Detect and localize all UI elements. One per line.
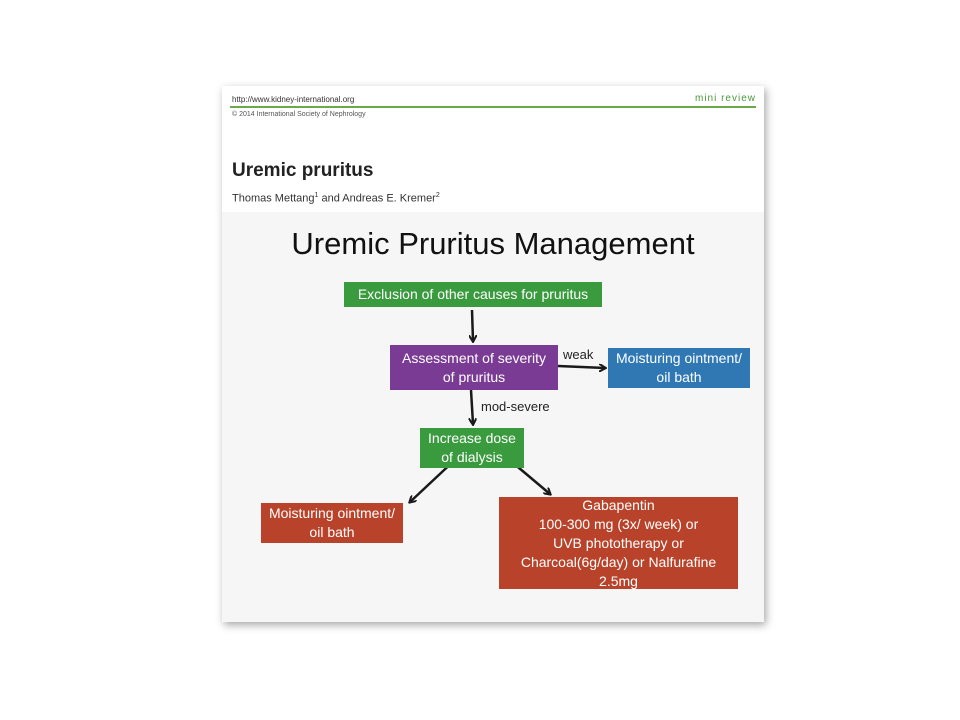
section-tag: mini review	[694, 93, 756, 104]
node-exclusion: Exclusion of other causes for pruritus	[344, 282, 602, 307]
header-rule	[230, 106, 756, 108]
node-moisturing-bottom-text: Moisturing ointment/ oil bath	[268, 505, 396, 540]
node-moisturing-bottom: Moisturing ointment/ oil bath	[261, 503, 403, 543]
node-assessment-text: Assessment of severity of pruritus	[402, 349, 546, 385]
node-gabapentin-text: Gabapentin 100-300 mg (3x/ week) or UVB …	[520, 496, 717, 589]
author-1-affiliation: 1	[314, 192, 319, 199]
paper-title: Uremic pruritus	[232, 160, 374, 181]
node-gabapentin: Gabapentin 100-300 mg (3x/ week) or UVB …	[499, 497, 738, 589]
node-moisturing-top-text: Moisturing ointment/ oil bath	[615, 350, 743, 385]
management-slide: Uremic Pruritus Management Exclusion of …	[222, 212, 764, 622]
author-1: Thomas Mettang	[232, 192, 315, 205]
node-exclusion-text: Exclusion of other causes for pruritus	[357, 286, 589, 302]
arrow-exclusion-to-assessment	[472, 309, 473, 341]
authors-line: Thomas Mettang1 and Andreas E. Kremer2	[232, 192, 440, 205]
edge-label-mod-severe: mod-severe	[481, 399, 550, 414]
slide-title: Uremic Pruritus Management	[291, 226, 695, 261]
node-increase-dialysis: Increase dose of dialysis	[420, 428, 524, 468]
paper-header: http://www.kidney-international.org mini…	[222, 86, 764, 212]
author-2: and Andreas E. Kremer	[318, 192, 436, 205]
arrow-assessment-to-dialysis	[471, 389, 473, 424]
edge-label-weak: weak	[563, 347, 594, 362]
arrow-assessment-to-moisturing	[557, 366, 605, 368]
copyright-line: © 2014 International Society of Nephrolo…	[232, 111, 366, 118]
node-increase-dialysis-text: Increase dose of dialysis	[428, 430, 516, 465]
node-assessment: Assessment of severity of pruritus	[390, 345, 558, 390]
node-moisturing-top: Moisturing ointment/ oil bath	[608, 348, 750, 388]
journal-url[interactable]: http://www.kidney-international.org	[232, 95, 355, 104]
author-2-affiliation: 2	[435, 192, 440, 199]
screenshot-sheet: http://www.kidney-international.org mini…	[222, 86, 764, 622]
